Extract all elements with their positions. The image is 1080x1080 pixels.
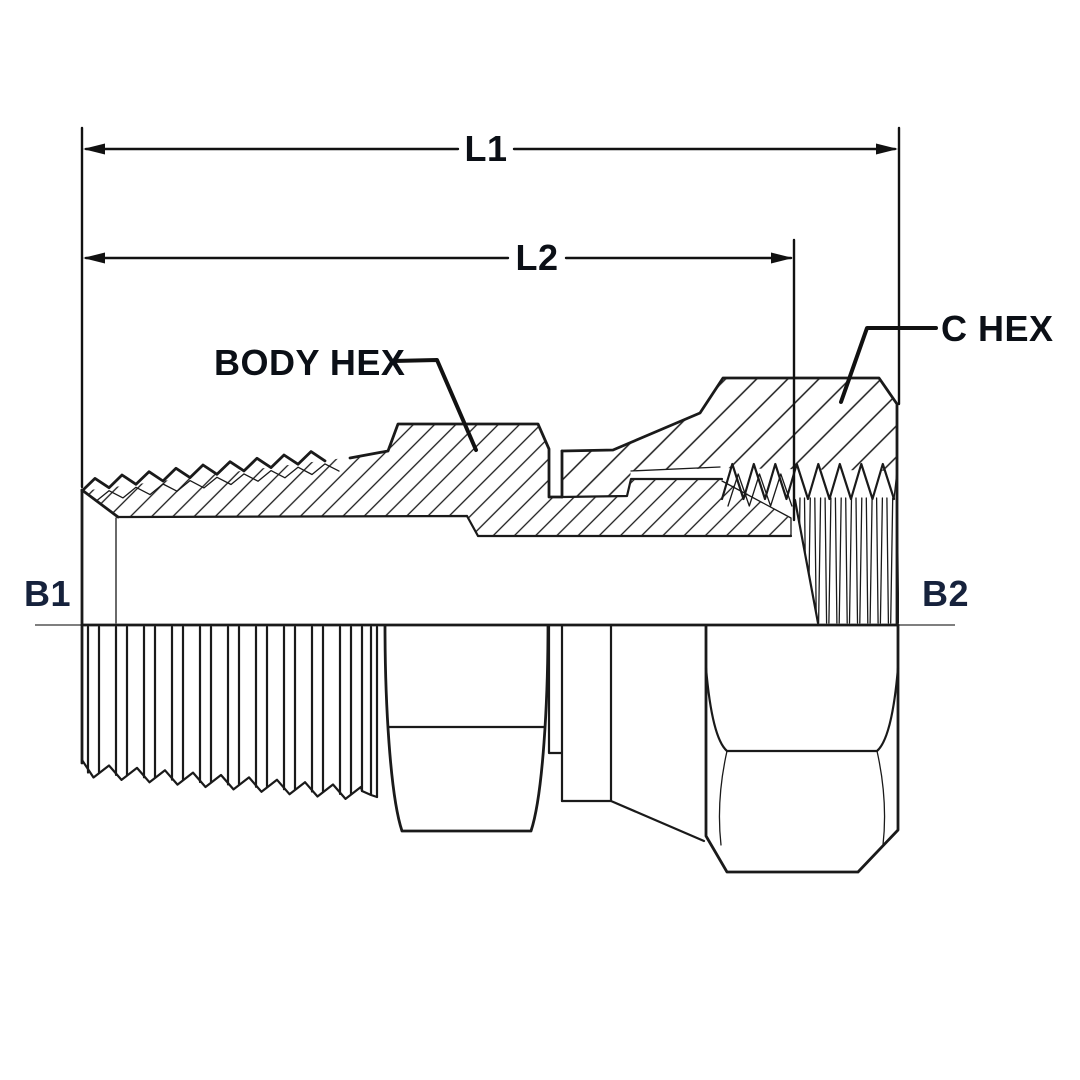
port-label-b1: B1 [24,573,71,614]
male-npt-thread-section [80,450,340,502]
nut-section-outline [560,376,899,627]
callout-body-hex: BODY HEX [214,342,478,452]
port-labels: B1 B2 [24,573,969,614]
female-thread-bore-lines [797,497,899,624]
section-hatch-nut [562,378,897,497]
exterior-lower-half [80,623,900,874]
body-hex-exterior [383,624,550,833]
port-label-b2: B2 [922,573,969,614]
neck-and-collar-exterior [547,624,706,843]
dimension-label-l2: L2 [515,237,558,278]
callout-c-hex: C HEX [839,308,1054,404]
female-thread-section [720,462,898,507]
callout-label-c-hex: C HEX [941,308,1054,349]
dimension-label-l1: L1 [464,128,507,169]
male-thread-exterior [80,625,379,800]
nut-hex-exterior [704,624,900,874]
section-hatch-body [82,424,791,536]
callout-label-body-hex: BODY HEX [214,342,405,383]
dimension-l1: L1 [80,126,901,489]
dimension-l2: L2 [83,237,796,522]
